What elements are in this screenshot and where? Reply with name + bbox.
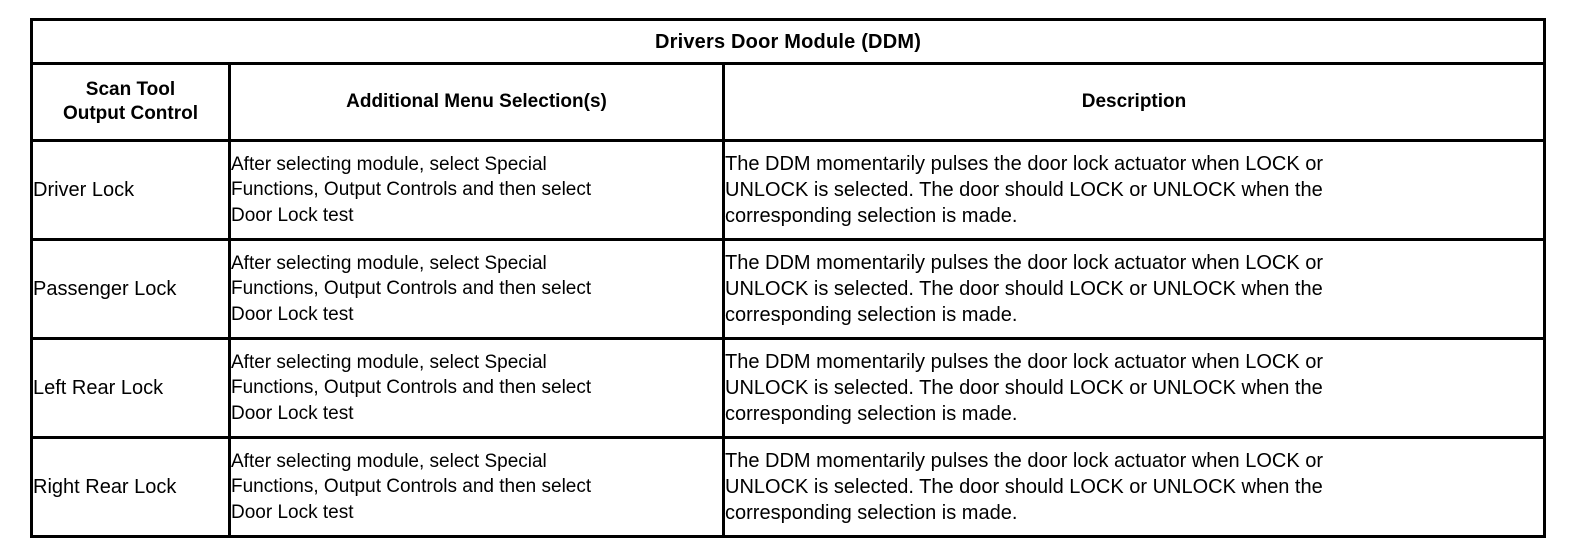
description-line: corresponding selection is made. (725, 403, 1018, 425)
table-header-row: Scan Tool Output Control Additional Menu… (30, 62, 1547, 142)
cell-scan-tool-output-control: Driver Lock (30, 139, 231, 241)
description-line: UNLOCK is selected. The door should LOCK… (725, 278, 1323, 300)
column-header-description: Description (721, 62, 1547, 142)
cell-scan-tool-output-control: Left Rear Lock (30, 337, 231, 439)
description-line: The DDM momentarily pulses the door lock… (725, 153, 1324, 175)
menu-line: Functions, Output Controls and then sele… (231, 278, 592, 300)
description-line: The DDM momentarily pulses the door lock… (725, 252, 1324, 274)
menu-line: Functions, Output Controls and then sele… (231, 476, 592, 498)
menu-line: After selecting module, select Special (231, 450, 547, 472)
table-row: Left Rear Lock After selecting module, s… (30, 337, 1547, 439)
menu-line: Door Lock test (231, 303, 354, 325)
description-line: The DDM momentarily pulses the door lock… (725, 351, 1324, 373)
table-row: Passenger Lock After selecting module, s… (30, 238, 1547, 340)
cell-additional-menu-selections: After selecting module, select Special F… (228, 337, 725, 439)
table-row: Driver Lock After selecting module, sele… (30, 139, 1547, 241)
table-title: Drivers Door Module (DDM) (29, 18, 1547, 65)
menu-line: Door Lock test (231, 501, 354, 523)
description-line: UNLOCK is selected. The door should LOCK… (725, 377, 1323, 399)
column-header-additional-menu-selections: Additional Menu Selection(s) (228, 62, 725, 142)
menu-line: After selecting module, select Special (231, 153, 547, 175)
description-line: UNLOCK is selected. The door should LOCK… (725, 179, 1323, 201)
menu-line: After selecting module, select Special (231, 252, 547, 274)
cell-additional-menu-selections: After selecting module, select Special F… (228, 436, 725, 538)
menu-line: Door Lock test (231, 204, 354, 226)
cell-additional-menu-selections: After selecting module, select Special F… (228, 139, 725, 241)
column-header-scan-tool-line2: Output Control (62, 103, 199, 124)
description-line: corresponding selection is made. (725, 205, 1018, 227)
cell-description: The DDM momentarily pulses the door lock… (721, 238, 1547, 340)
description-line: corresponding selection is made. (725, 304, 1018, 326)
column-header-scan-tool-line1: Scan Tool (85, 79, 176, 100)
description-line: corresponding selection is made. (725, 502, 1018, 524)
cell-scan-tool-output-control: Right Rear Lock (30, 436, 231, 538)
cell-description: The DDM momentarily pulses the door lock… (721, 337, 1547, 439)
description-line: UNLOCK is selected. The door should LOCK… (725, 476, 1323, 498)
menu-line: After selecting module, select Special (231, 351, 547, 373)
table-row: Right Rear Lock After selecting module, … (30, 436, 1547, 538)
menu-line: Functions, Output Controls and then sele… (231, 377, 592, 399)
cell-additional-menu-selections: After selecting module, select Special F… (228, 238, 725, 340)
description-line: The DDM momentarily pulses the door lock… (725, 450, 1324, 472)
cell-scan-tool-output-control: Passenger Lock (30, 238, 231, 340)
cell-description: The DDM momentarily pulses the door lock… (721, 436, 1547, 538)
table-title-row: Drivers Door Module (DDM) (29, 18, 1547, 65)
menu-line: Functions, Output Controls and then sele… (231, 179, 592, 201)
cell-description: The DDM momentarily pulses the door lock… (721, 139, 1547, 241)
column-header-scan-tool-output-control: Scan Tool Output Control (30, 62, 231, 142)
ddm-output-control-table: Drivers Door Module (DDM) Scan Tool Outp… (29, 18, 1547, 538)
menu-line: Door Lock test (231, 402, 354, 424)
